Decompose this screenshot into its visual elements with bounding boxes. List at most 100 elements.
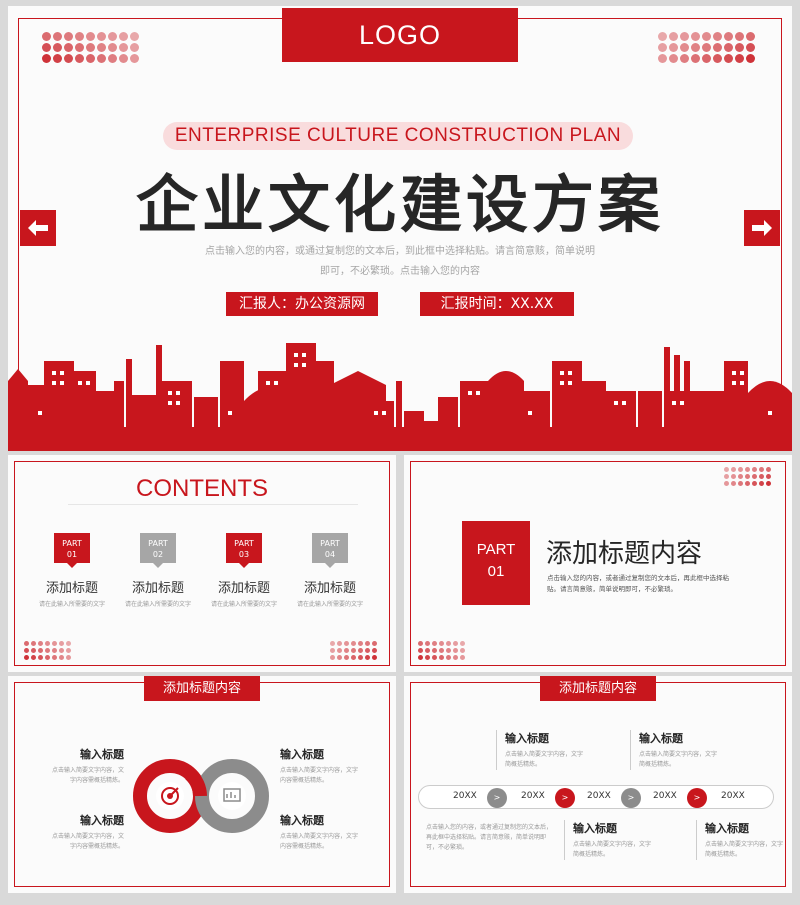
dot: [702, 54, 711, 63]
dot: [759, 474, 764, 479]
dot: [97, 32, 106, 41]
chevron-icon: >: [621, 788, 641, 808]
dot: [53, 54, 62, 63]
dot: [658, 54, 667, 63]
english-title: ENTERPRISE CULTURE CONSTRUCTION PLAN: [163, 122, 633, 150]
part-desc: 请在此输入所需要的文字: [210, 601, 277, 608]
dot: [439, 655, 444, 660]
dot: [745, 481, 750, 486]
dot: [372, 655, 377, 660]
dot: [45, 655, 50, 660]
dot: [344, 648, 349, 653]
city-skyline: [8, 343, 792, 451]
part1-slide[interactable]: PART 01 添加标题内容 点击输入您的内容，或者通过复制您的文本后，再此框中…: [404, 455, 792, 672]
dot: [658, 43, 667, 52]
dot: [680, 32, 689, 41]
dot: [731, 467, 736, 472]
dot: [453, 641, 458, 646]
dot: [365, 641, 370, 646]
dot: [425, 641, 430, 646]
dot: [418, 655, 423, 660]
divider: [68, 504, 358, 505]
dot: [358, 655, 363, 660]
dot: [24, 655, 29, 660]
dot: [86, 54, 95, 63]
dot: [446, 641, 451, 646]
header-tag: 添加标题内容: [144, 676, 260, 701]
next-button[interactable]: [744, 210, 780, 246]
dot: [658, 32, 667, 41]
dot: [439, 641, 444, 646]
dot: [745, 474, 750, 479]
section-desc: 点击输入您的内容，或者通过复制您的文本后，再此框中选择粘贴。请言简意赅，简单说明…: [547, 574, 729, 593]
dot: [752, 474, 757, 479]
dot: [439, 648, 444, 653]
dot: [108, 43, 117, 52]
part-title: 添加标题: [45, 581, 98, 596]
dot: [731, 474, 736, 479]
dot: [669, 54, 678, 63]
dot: [52, 655, 57, 660]
dot: [713, 54, 722, 63]
dot: [713, 32, 722, 41]
dot-pattern-left: [42, 32, 139, 63]
timeline-intro: 点击输入您的内容，或者通过复制您的文本后，再此框中选择粘贴。请言简意赅，简单说明…: [426, 824, 553, 851]
part-desc: 请在此输入所需要的文字: [296, 601, 363, 608]
dot: [365, 648, 370, 653]
dot: [365, 655, 370, 660]
infinity-graphic: [133, 759, 269, 833]
dot: [358, 641, 363, 646]
year-2: 20XX: [521, 791, 545, 801]
dot: [735, 32, 744, 41]
timeline-block-bottom-1: 输入标题 点击输入简要文字内容，文字简概括精炼。: [564, 820, 682, 860]
dot: [759, 481, 764, 486]
reporter-tag: 汇报人：办公资源网: [226, 292, 378, 316]
dot: [45, 641, 50, 646]
dot: [351, 655, 356, 660]
dot: [108, 54, 117, 63]
subtitle: 点击输入您的内容，或通过复制您的文本后，到此框中选择粘贴。请言简意赅，简单说明 …: [205, 246, 595, 277]
timeline-slide[interactable]: 添加标题内容 输入标题 点击输入简要文字内容，文字简概括精炼。 输入标题 点击输…: [404, 676, 792, 893]
part-badge-large: PART 01: [462, 521, 530, 605]
main-title: 企业文化建设方案: [135, 168, 664, 241]
dot: [691, 43, 700, 52]
dot: [351, 641, 356, 646]
dot: [691, 32, 700, 41]
dot: [337, 641, 342, 646]
cover-slide[interactable]: LOGO ENTERPRISE CULTURE CONSTRUCTION PLA…: [8, 6, 792, 451]
prev-button[interactable]: [20, 210, 56, 246]
dot: [330, 641, 335, 646]
dot: [330, 648, 335, 653]
year-5: 20XX: [721, 791, 745, 801]
dot: [738, 467, 743, 472]
dot: [759, 467, 764, 472]
dot: [453, 655, 458, 660]
dot: [460, 655, 465, 660]
dot: [337, 648, 342, 653]
dot: [752, 481, 757, 486]
dot: [735, 43, 744, 52]
dot: [738, 474, 743, 479]
dot: [42, 32, 51, 41]
dot: [86, 32, 95, 41]
dot: [108, 32, 117, 41]
dot: [746, 43, 755, 52]
dot: [446, 648, 451, 653]
dot: [680, 54, 689, 63]
dot: [669, 32, 678, 41]
dot-pattern-bottom-left: [418, 641, 465, 660]
infinity-slide[interactable]: 添加标题内容 输入标题 点击输入简要文字内容，文字内容需概括精炼。 输入标题 点…: [8, 676, 396, 893]
target-icon: [161, 787, 179, 805]
dot: [351, 648, 356, 653]
info-block-bottom-right: 输入标题 点击输入简要文字内容，文字内容需概括精炼。: [280, 814, 359, 850]
arrow-right-icon: [752, 220, 772, 236]
dot: [372, 641, 377, 646]
dot: [31, 648, 36, 653]
